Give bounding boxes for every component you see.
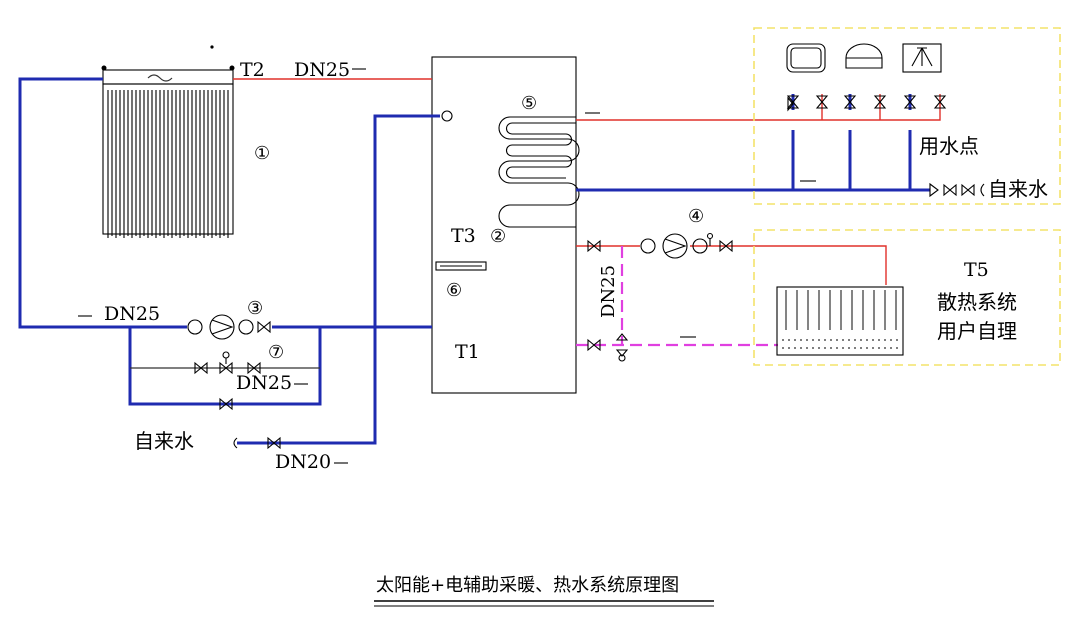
collector-logo [147, 74, 173, 82]
marker-5: ⑤ [521, 93, 537, 114]
marker-2: ② [490, 226, 506, 247]
collector-return-pipe [18, 77, 187, 329]
heat-exchanger-coil [498, 116, 580, 228]
valves [194, 95, 985, 450]
fixtures [786, 43, 942, 73]
storage-tank [431, 56, 577, 394]
label-dn25-left: DN25 [104, 303, 160, 325]
label-dn25-top: DN25 [294, 59, 350, 81]
label-t3: T3 [451, 225, 476, 247]
marker-1: ① [254, 143, 270, 164]
label-tap-water-left: 自来水 [134, 429, 194, 453]
marker-7: ⑦ [268, 342, 284, 363]
hot-water-supply-pipe [576, 94, 941, 121]
label-t1: T1 [455, 341, 480, 363]
bypass-loop-pipe [128, 327, 322, 406]
label-dn20: DN20 [275, 451, 331, 473]
radiator [776, 286, 904, 356]
label-t2: T2 [240, 59, 265, 81]
marker-6: ⑥ [446, 280, 462, 301]
marker-3: ③ [247, 298, 263, 319]
label-t5: T5 [964, 259, 989, 281]
use-point-zone [753, 27, 1061, 205]
label-dn25-vertical: DN25 [598, 265, 619, 318]
pumps [187, 233, 708, 340]
flow-marks [78, 68, 816, 464]
diagram-caption: 太阳能+电辅助采暖、热水系统原理图 [376, 575, 679, 596]
label-heating-line1: 散热系统 [937, 290, 1017, 314]
label-heating-line2: 用户自理 [937, 319, 1017, 343]
sensor-port [441, 110, 453, 122]
marker-4: ④ [688, 206, 704, 227]
label-tap-water-right: 自来水 [988, 177, 1048, 201]
heating-supply-pipe [576, 245, 887, 285]
collector-tubes [107, 90, 229, 238]
solar-collector [101, 45, 235, 238]
cold-inlet-pipe [237, 114, 440, 445]
label-use-point: 用水点 [919, 134, 979, 158]
electric-heater [435, 261, 487, 271]
label-dn25-bypass: DN25 [236, 372, 292, 394]
